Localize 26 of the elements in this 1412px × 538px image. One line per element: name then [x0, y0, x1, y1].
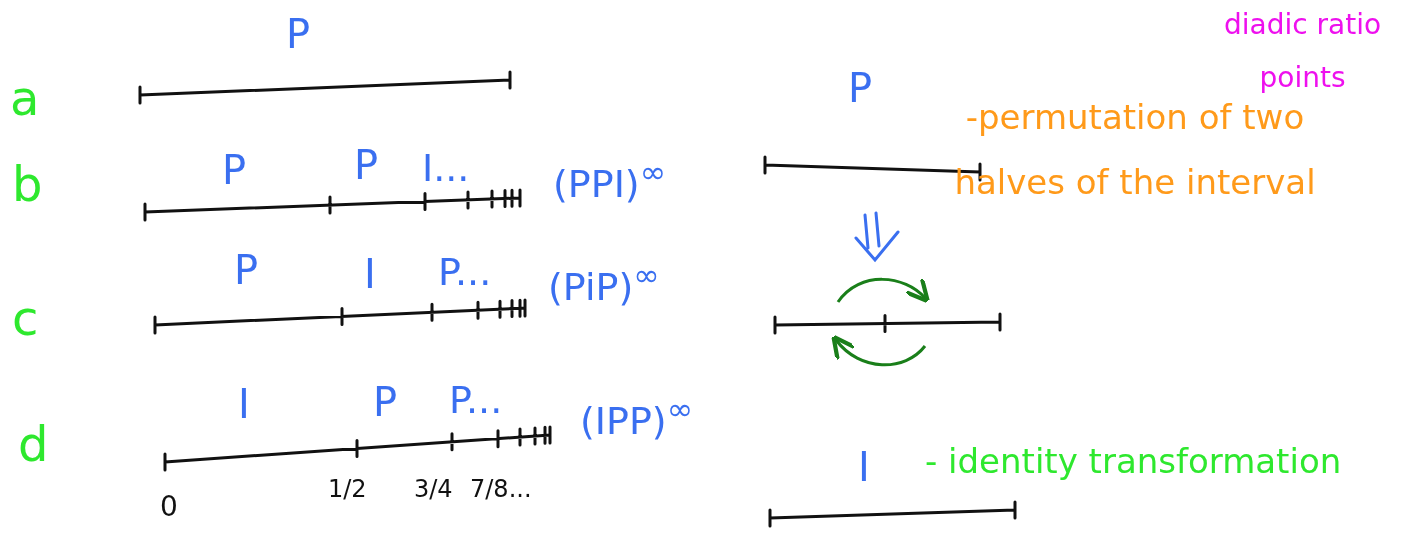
tick-label: 7/8... — [470, 476, 532, 503]
math-symbol: P — [848, 66, 873, 110]
math-formula: (PPI)$^{∞}$ — [553, 155, 667, 206]
tick-label: 0 — [160, 492, 178, 523]
math-symbol: P... — [449, 380, 503, 422]
math-symbol: I... — [422, 148, 470, 190]
math-symbol: P — [286, 12, 311, 56]
note-text: -permutation of two halves of the interval — [953, 96, 1317, 204]
math-symbol: P... — [438, 252, 492, 294]
math-symbol: I — [238, 382, 250, 426]
tick-label: 1/2 — [328, 476, 367, 503]
math-symbol: P — [222, 148, 247, 192]
math-formula: (IPP)$^{∞}$ — [580, 392, 694, 443]
row-letter: a — [10, 72, 40, 125]
row-letter: d — [18, 418, 49, 471]
math-symbol: P — [373, 380, 398, 424]
math-symbol: I — [364, 252, 376, 296]
math-formula: (PiP)$^{∞}$ — [548, 258, 660, 309]
note-text: - identity transformation — [925, 443, 1342, 481]
math-symbol: I — [858, 445, 870, 489]
tick-label: 3/4 — [414, 476, 453, 503]
row-letter: b — [12, 158, 43, 211]
math-symbol: P — [354, 143, 379, 187]
note-text: diadic ratio points — [1222, 7, 1383, 97]
row-letter: c — [12, 292, 39, 345]
math-symbol: P — [234, 248, 259, 292]
